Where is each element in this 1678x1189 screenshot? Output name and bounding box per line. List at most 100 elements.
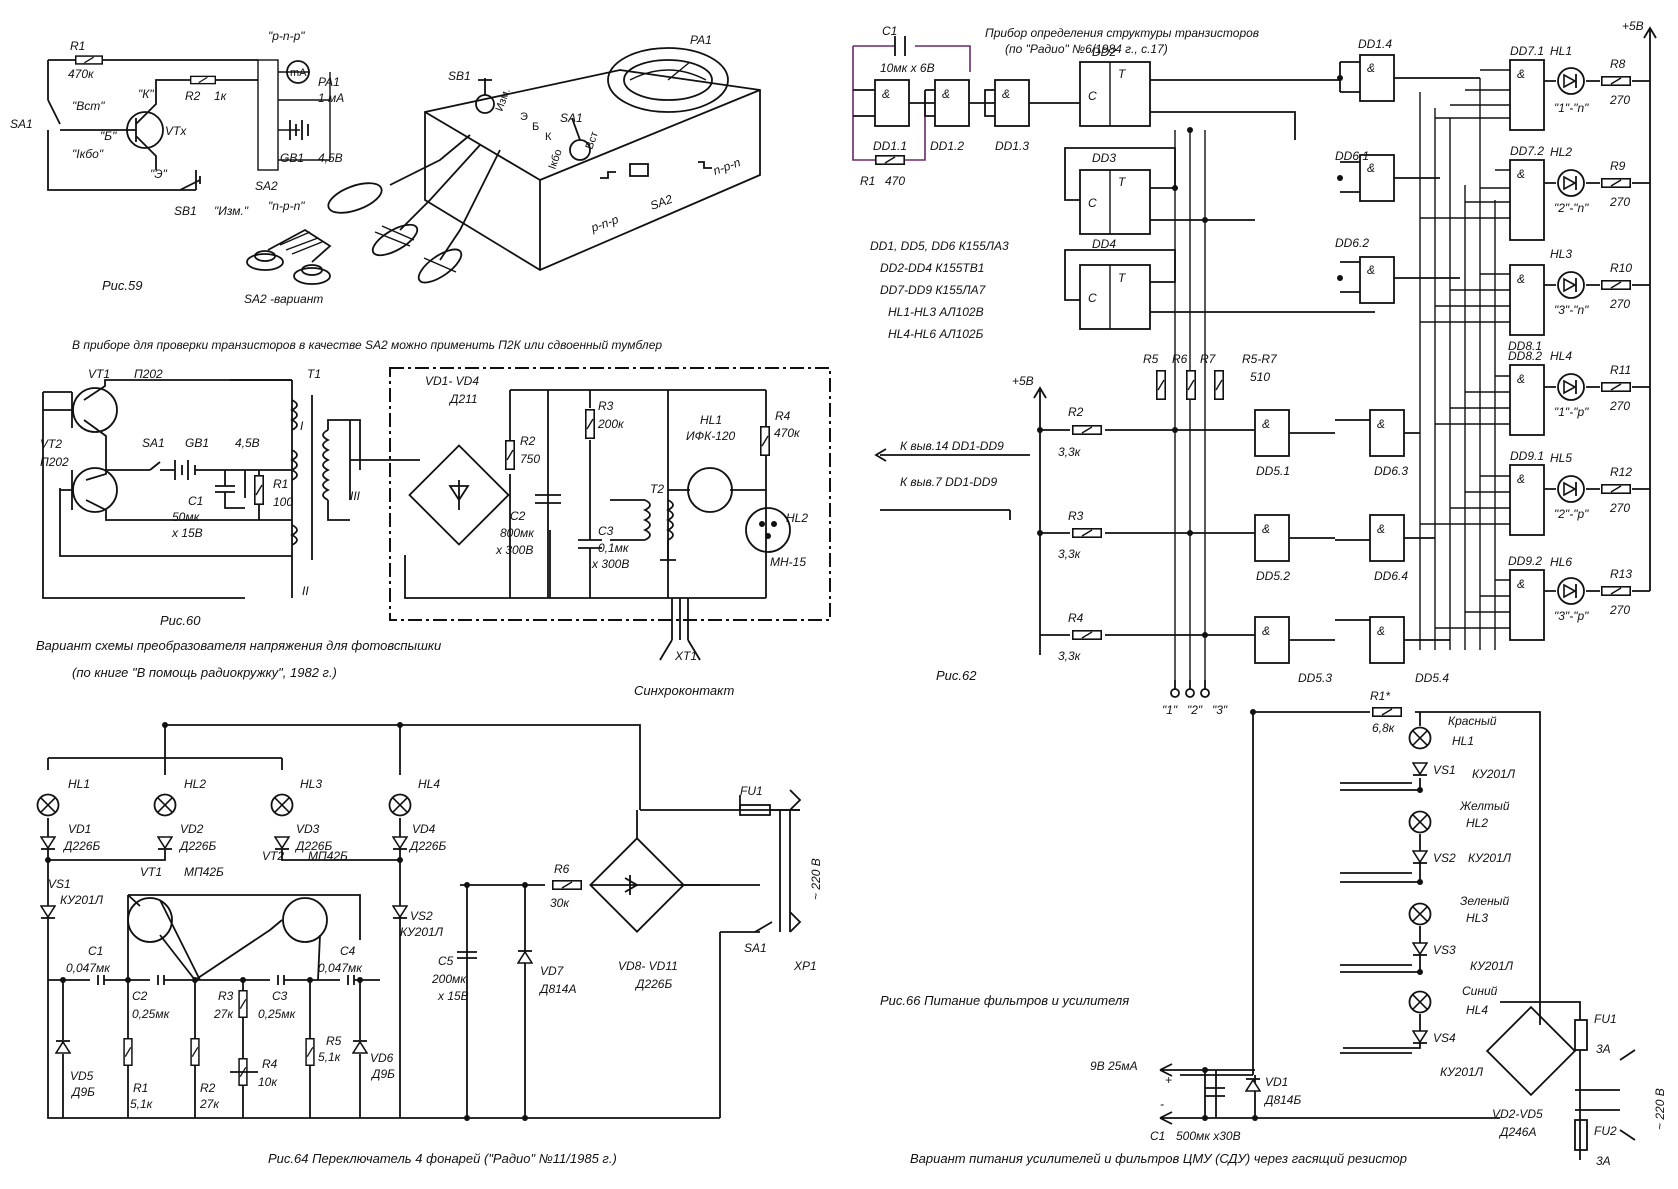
- label-r1-value: 6,8к: [1372, 721, 1396, 735]
- lamp-hl1-red: [1408, 726, 1432, 750]
- label-hl2: HL2: [1550, 145, 1572, 159]
- resistor-r3: [1071, 528, 1103, 538]
- label-c1-value: 500мк х30В: [1176, 1129, 1241, 1143]
- label-vd6: VD6: [370, 1051, 394, 1065]
- label-vs2-type: КУ201Л: [400, 925, 444, 939]
- figure-59-transistor-tester: R1 470к "Вст" SA1 "Iкбо" R2 1к "К" "Б" "…: [10, 29, 761, 352]
- resistor-r1: [75, 55, 103, 65]
- resistor-r5: [1156, 370, 1166, 400]
- label-vs1: VS1: [48, 877, 71, 891]
- label-vd1: VD1: [1265, 1075, 1288, 1089]
- label-npn: "n-р-n": [268, 199, 305, 213]
- label-r2-value: 27к: [199, 1097, 220, 1111]
- label-r11-value: 270: [1609, 399, 1630, 413]
- label-r4-value: 3,3к: [1058, 649, 1082, 663]
- label-dd5-2: DD5.2: [1256, 569, 1290, 583]
- label-c1: C1: [882, 24, 897, 38]
- label-r6: R6: [1172, 352, 1188, 366]
- label-r4-value: 470к: [774, 426, 801, 440]
- label-blue: Синий: [1462, 984, 1498, 998]
- fuse-fu2: [1574, 1119, 1588, 1151]
- label-r5: R5: [326, 1034, 342, 1048]
- label-led-2p: "2"-"p": [1554, 507, 1589, 521]
- label-r2-value: 1к: [214, 89, 228, 103]
- label-sa1-top: SA1: [560, 111, 583, 125]
- gate-dd8-1-and: &: [1517, 272, 1525, 286]
- gate-dd7-2: [1509, 159, 1545, 241]
- meter-ma-label: mA: [290, 67, 307, 79]
- label-dd8-1: DD8.1: [1508, 339, 1542, 353]
- label-r3: R3: [1068, 509, 1084, 523]
- label-c3-value: 0,25мк: [258, 1007, 297, 1021]
- bridge-vd8-vd11: [589, 837, 685, 933]
- label-dd3: DD3: [1092, 151, 1116, 165]
- label-fu1: FU1: [740, 784, 763, 798]
- label-c3: C3: [272, 989, 288, 1003]
- label-r2: R2: [520, 434, 536, 448]
- resistor-r4: [760, 425, 770, 457]
- label-dd6-2: DD6.2: [1335, 236, 1369, 250]
- gate-dd6-2-and: &: [1367, 263, 1375, 277]
- label-r5-value: 5,1к: [318, 1050, 342, 1064]
- gate-dd8-2: [1509, 364, 1545, 436]
- label-b-top: Б: [532, 121, 539, 133]
- label-vst: "Вст": [72, 99, 105, 113]
- label-winding-iii: III: [350, 489, 361, 503]
- label-r7: R7: [1200, 352, 1217, 366]
- terminal-3: "3": [1212, 703, 1228, 717]
- title-fig62: Прибор определения структуры транзисторо…: [985, 26, 1259, 40]
- label-r8-value: 270: [1609, 93, 1630, 107]
- gate-dd5-4-and: &: [1377, 624, 1385, 638]
- switch-sa2-box: [629, 163, 649, 177]
- lamp-hl2-mn15: [745, 507, 791, 553]
- label-r1: R1: [860, 174, 875, 188]
- led-hl5: [1557, 475, 1585, 503]
- label-pnp: "р-n-р": [268, 29, 305, 43]
- ff-dd2-t: T: [1118, 67, 1127, 81]
- diode-vd2: [157, 836, 173, 850]
- label-dd7-1: DD7.1: [1510, 44, 1544, 58]
- label-pa1: PA1: [318, 75, 340, 89]
- label-r1-value: 5,1к: [130, 1097, 154, 1111]
- resistor-r2: [1071, 425, 1103, 435]
- lamp-hl3-green: [1408, 902, 1432, 926]
- label-c2-voltage: х 300В: [495, 543, 533, 557]
- resistor-r2: [190, 75, 216, 85]
- resistor-r1: [1371, 707, 1403, 717]
- label-vd2-vd5-type: Д246А: [1498, 1125, 1536, 1139]
- label-hl2: HL2: [1466, 816, 1488, 830]
- label-r13: R13: [1610, 567, 1632, 581]
- label-r2-value: 750: [520, 452, 540, 466]
- label-vs2: VS2: [410, 909, 433, 923]
- diode-vd1: [40, 836, 56, 850]
- label-r2: R2: [185, 89, 201, 103]
- lamp-hl1-ifk120: [687, 467, 733, 513]
- label-pa1-top: PA1: [690, 33, 712, 47]
- label-gb1-value: 4,5В: [235, 436, 260, 450]
- diode-vd4: [392, 836, 408, 850]
- parts-line-3: DD7-DD9 К155ЛА7: [880, 283, 987, 297]
- label-fu2: FU2: [1594, 1124, 1617, 1138]
- caption-fig59: Рис.59: [102, 278, 142, 293]
- label-r8: R8: [1610, 57, 1626, 71]
- zener-vd1: [1245, 1078, 1261, 1092]
- gate-dd6-1-and: &: [1367, 161, 1375, 175]
- label-vd1-type: Д814Б: [1263, 1093, 1301, 1107]
- title-fig60: Вариант схемы преобразователя напряжения…: [36, 638, 441, 653]
- resistor-r13: [1600, 586, 1632, 596]
- label-dd1-4: DD1.4: [1358, 37, 1392, 51]
- label-c5-voltage: х 15В: [437, 989, 469, 1003]
- label-c4-value: 0,047мк: [318, 961, 363, 975]
- label-r9-value: 270: [1609, 195, 1630, 209]
- sa2-variant-sketch: [246, 228, 332, 285]
- lamp-hl2-yellow: [1408, 810, 1432, 834]
- gate-dd1-1: [874, 79, 910, 127]
- label-xt1: XT1: [674, 649, 697, 663]
- ff-dd2-c: C: [1088, 89, 1097, 103]
- label-led-2n: "2"-"n": [1554, 201, 1589, 215]
- resistor-r12: [1600, 484, 1632, 494]
- label-winding-i: I: [300, 419, 304, 433]
- label-sa2-box: SA2: [648, 192, 674, 213]
- label-plus5v: +5В: [1012, 374, 1034, 388]
